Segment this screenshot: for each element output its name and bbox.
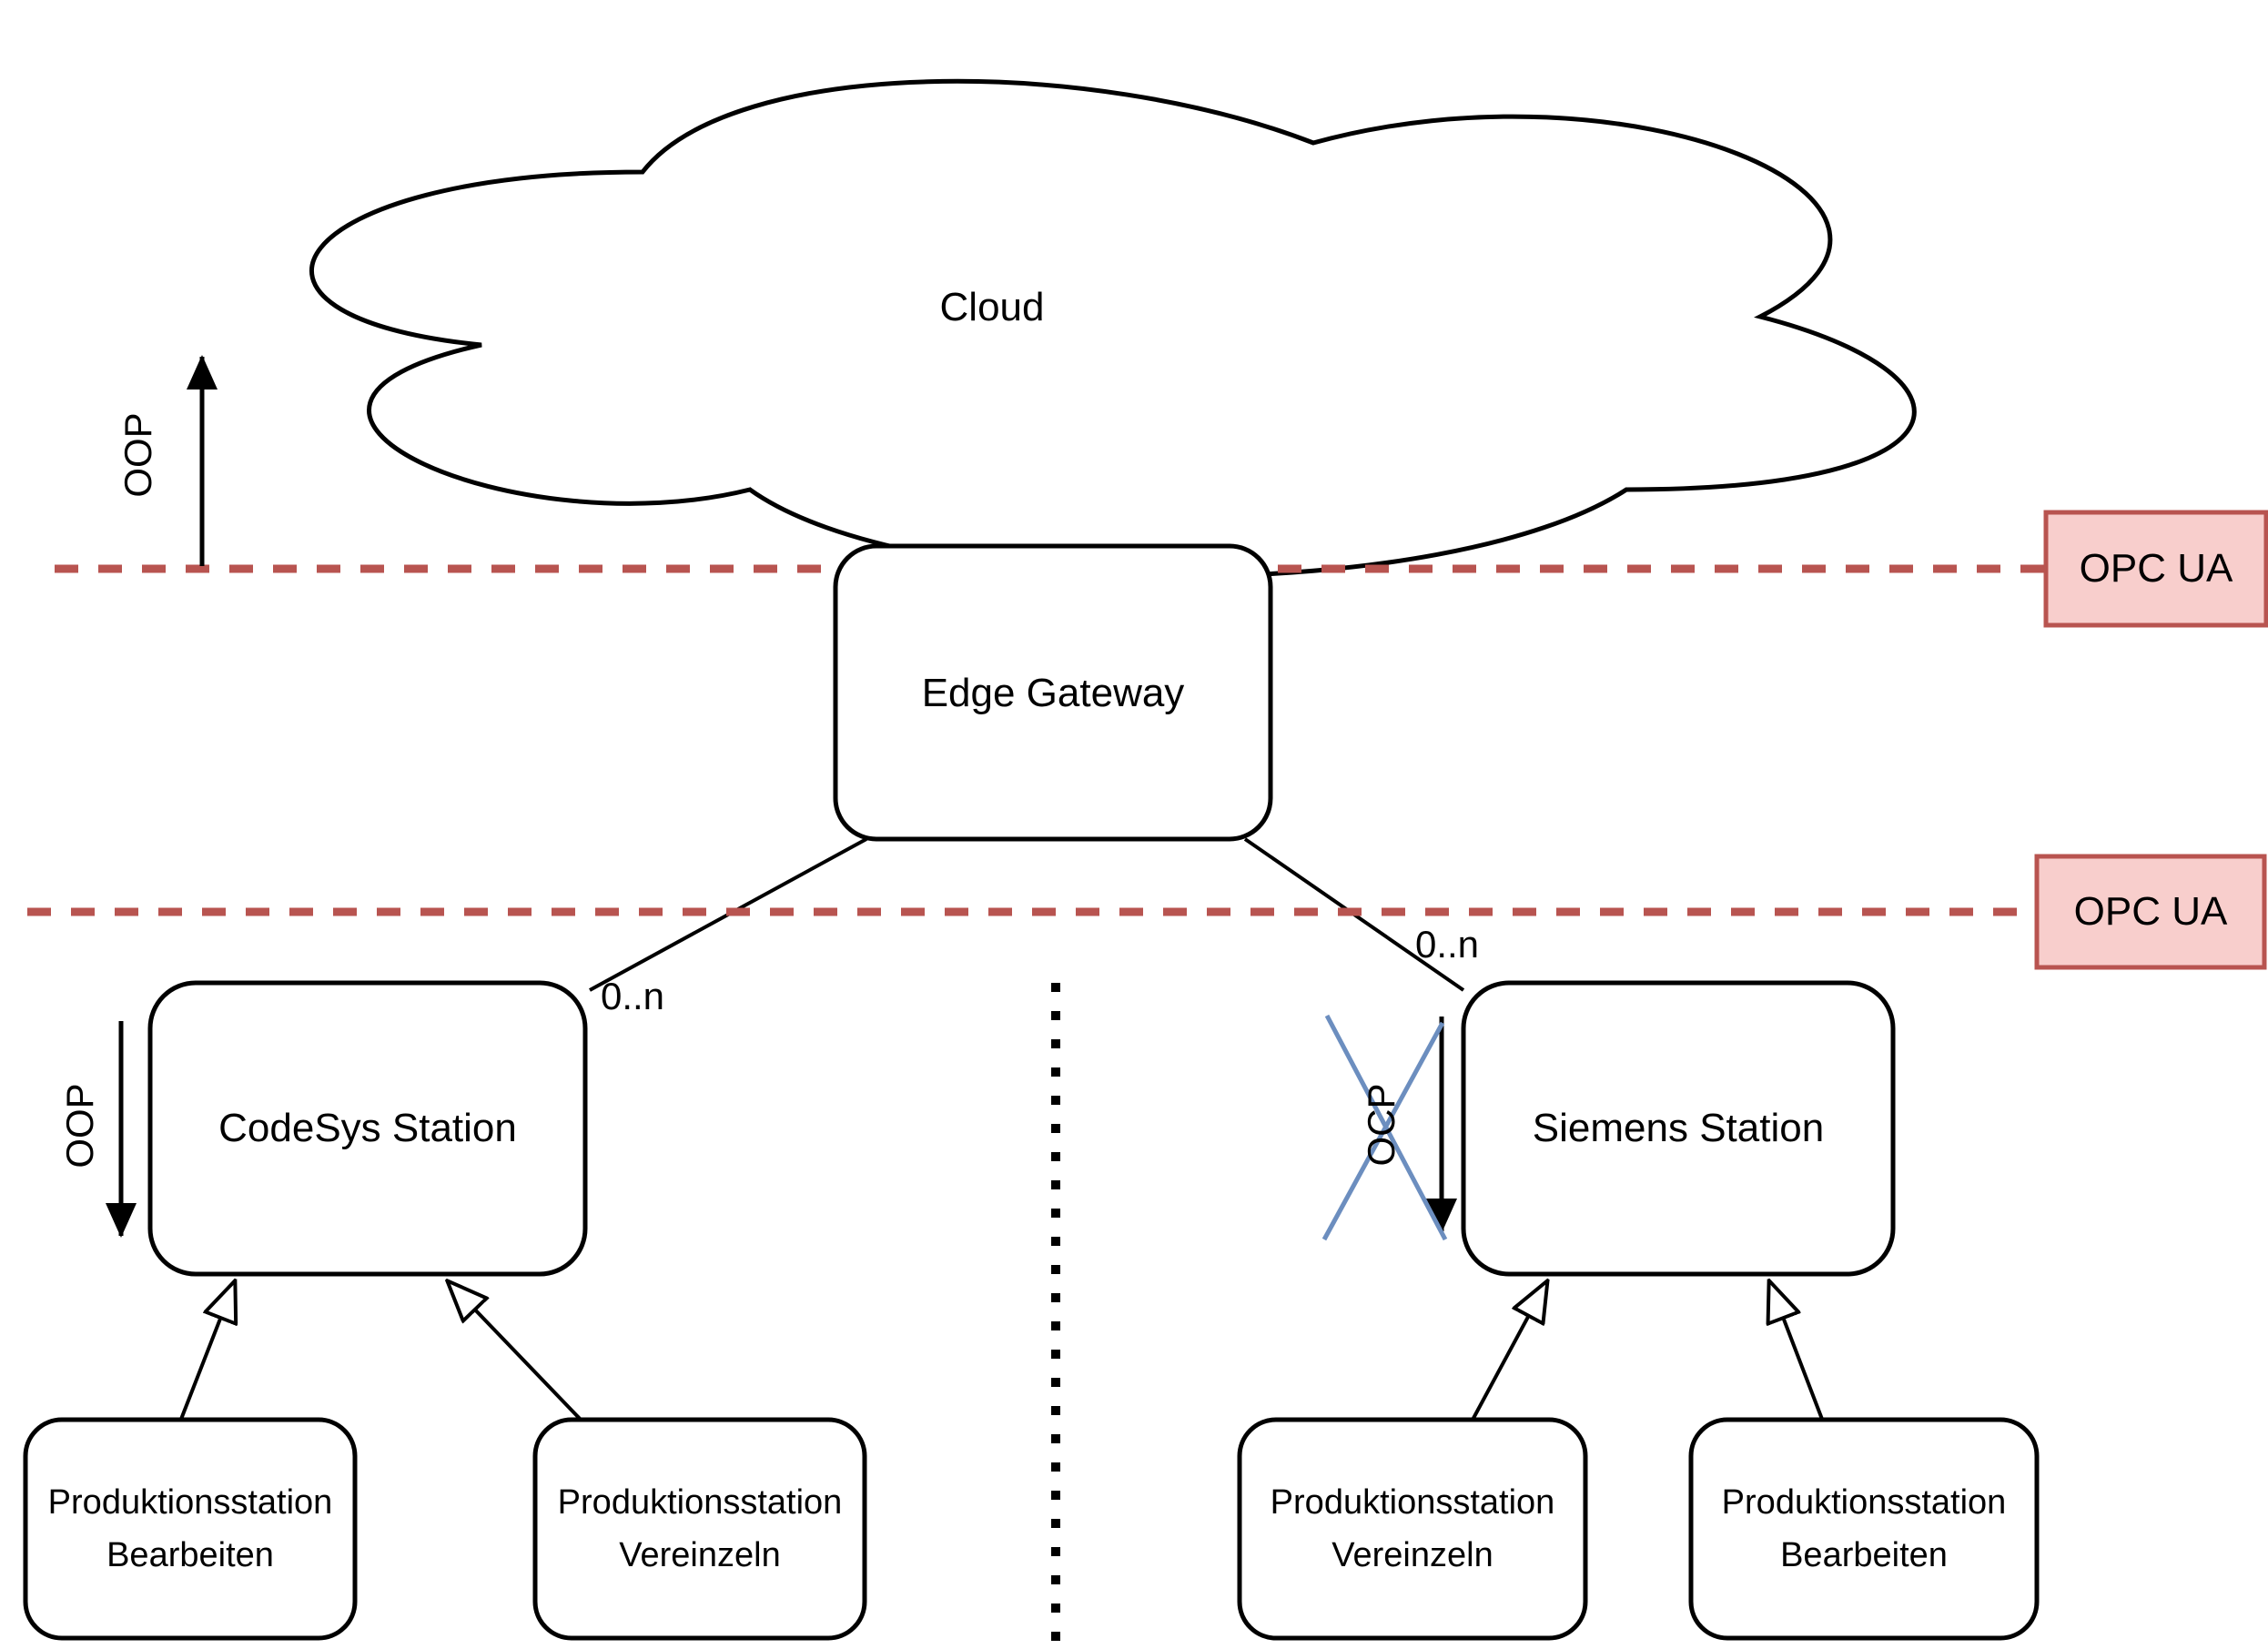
prod1-line2: Bearbeiten [106,1536,274,1574]
produktionsstation-vereinzeln-right-box [1237,1417,1588,1641]
siemens-station-label: Siemens Station [1532,1106,1825,1150]
multiplicity-left-label: 0..n [600,975,665,1017]
ocp-cross-stroke-2 [1321,1021,1445,1241]
prod2-line2: Vereinzeln [619,1536,781,1574]
opcua-badge-bottom-label: OPC UA [2073,889,2228,934]
produktionsstation-bearbeiten-left-label: Produktionsstation Bearbeiten [48,1476,333,1582]
produktionsstation-vereinzeln-left-label: Produktionsstation Vereinzeln [558,1476,843,1582]
ocp-siemens-label: OCP [1360,1083,1402,1167]
inheritance-prod3-to-siemens [1470,1281,1547,1422]
inheritance-prod4-to-siemens [1769,1281,1825,1422]
produktionsstation-bearbeiten-left-box [23,1417,358,1641]
prod3-line2: Vereinzeln [1331,1536,1493,1574]
produktionsstation-bearbeiten-right-box [1688,1417,2040,1641]
cloud-label: Cloud [939,285,1045,329]
oop-codesys-label: OOP [58,1083,101,1168]
prod1-line1: Produktionsstation [47,1483,333,1522]
opcua-badge-top-label: OPC UA [2079,546,2233,591]
codesys-station-box [147,980,588,1277]
siemens-station-box [1461,980,1896,1277]
multiplicity-right-label: 0..n [1414,923,1480,966]
opcua-badge-top [2043,510,2268,628]
edge-gateway-box [833,543,1273,842]
prod4-line1: Produktionsstation [1721,1483,2007,1522]
inheritance-prod2-to-codesys [448,1281,584,1423]
cloud-shape [309,78,1917,579]
prod4-line2: Bearbeiten [1780,1536,1948,1574]
opcua-badge-bottom [2034,854,2267,970]
inheritance-prod1-to-codesys [178,1281,235,1422]
produktionsstation-vereinzeln-right-label: Produktionsstation Vereinzeln [1271,1476,1555,1582]
prod2-line1: Produktionsstation [557,1483,843,1522]
prod3-line1: Produktionsstation [1270,1483,1555,1522]
produktionsstation-bearbeiten-right-label: Produktionsstation Bearbeiten [1722,1476,2007,1582]
codesys-station-label: CodeSys Station [218,1106,517,1150]
oop-cloud-label: OOP [116,412,159,498]
edge-gateway-label: Edge Gateway [921,671,1185,715]
produktionsstation-vereinzeln-left-box [532,1417,867,1641]
